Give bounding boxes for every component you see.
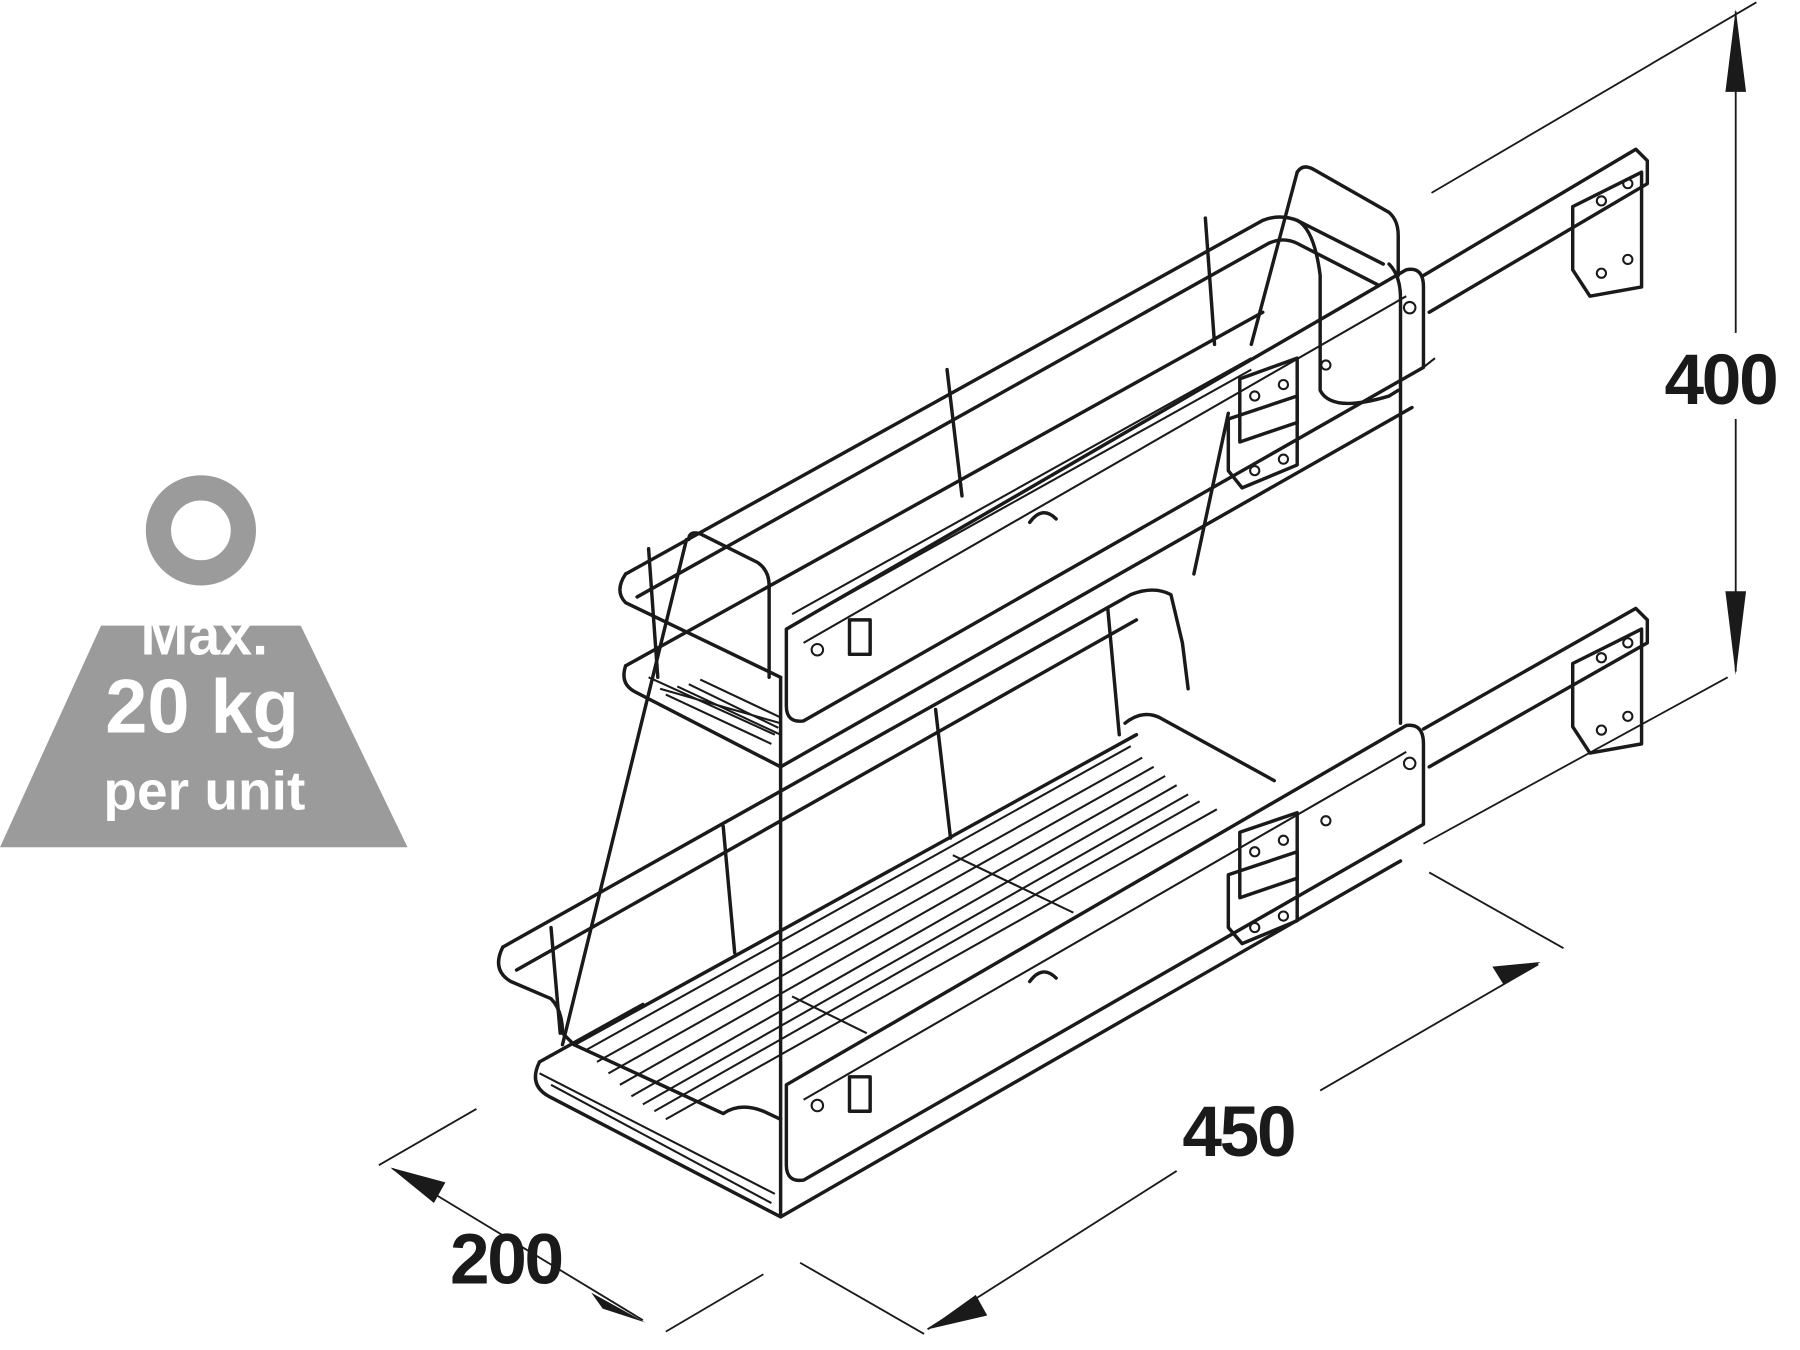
- upper-bracket: [1226, 170, 1644, 490]
- lower-rail: [784, 606, 1650, 1183]
- weight-max-label: Max.: [141, 603, 269, 667]
- basket-wire-floor: [539, 745, 1218, 1204]
- depth-dimension: 450: [799, 871, 1564, 1335]
- depth-label: 450: [1182, 1093, 1294, 1172]
- width-label: 200: [450, 1220, 562, 1299]
- rail-slot: [847, 1075, 872, 1113]
- width-dimension: 200: [378, 1108, 764, 1333]
- weight-icon: Max. 20 kg per unit: [0, 475, 408, 848]
- lower-bracket: [1226, 627, 1644, 946]
- rail-slot: [847, 618, 872, 657]
- lower-basket: [496, 411, 1403, 1219]
- height-label: 400: [1665, 341, 1777, 420]
- height-dimension: 400: [1423, 1, 1779, 845]
- weight-per-unit: per unit: [103, 759, 305, 821]
- upper-rail: [784, 147, 1650, 723]
- weight-value: 20 kg: [105, 664, 299, 749]
